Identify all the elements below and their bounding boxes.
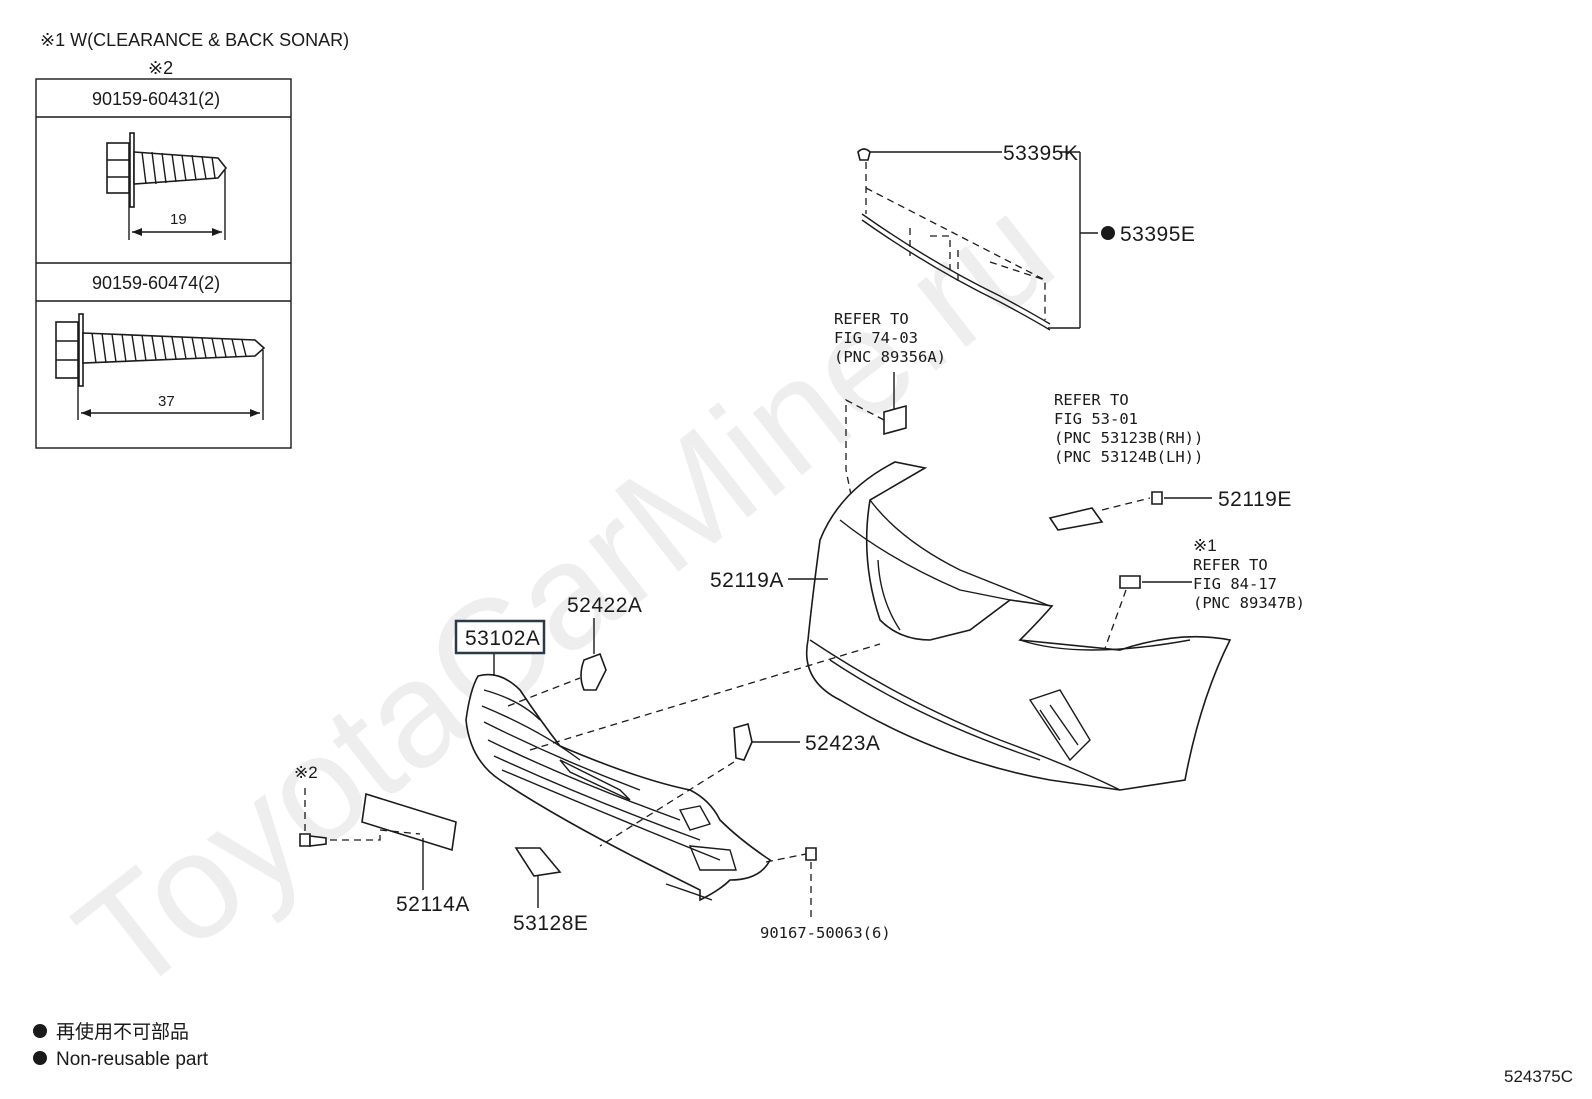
cover-icon-53128e (514, 847, 562, 877)
svg-text:(PNC 53124B(LH)): (PNC 53124B(LH)) (1054, 448, 1203, 466)
bracket-icon-53123b (1048, 507, 1104, 531)
part-label-53395e[interactable]: 53395E (1120, 223, 1195, 246)
svg-text:(PNC 53123B(RH)): (PNC 53123B(RH)) (1054, 429, 1203, 447)
part-label-53102a[interactable]: 53102A (465, 627, 540, 650)
dimension-19: 19 (170, 211, 187, 228)
part-label-53128e[interactable]: 53128E (513, 912, 588, 935)
svg-text:REFER TO: REFER TO (834, 310, 909, 328)
bolt-icon-37 (55, 313, 266, 420)
note-mark-2: ※2 (294, 763, 318, 782)
sensor-pad-icon (883, 404, 907, 436)
dimension-37: 37 (158, 393, 175, 410)
legend: 再使用不可部品 Non-reusable part (33, 1021, 209, 1070)
non-reusable-dot-icon (1101, 226, 1115, 240)
note-clearance-sonar: ※1 W(CLEARANCE & BACK SONAR) (40, 30, 349, 50)
svg-text:FIG 84-17: FIG 84-17 (1193, 575, 1277, 593)
svg-text:REFER TO: REFER TO (1193, 556, 1268, 574)
table-part-number-1: 90159-60431(2) (92, 89, 220, 109)
part-highlight-53102a[interactable] (454, 619, 546, 655)
front-grille (465, 673, 772, 902)
refer-note-fig-53-01[interactable]: REFER TO FIG 53-01 (PNC 53123B(RH)) (PNC… (1054, 391, 1203, 466)
legend-dot-icon (33, 1024, 47, 1038)
clip-icon-53395k (857, 148, 871, 161)
part-label-52423a[interactable]: 52423A (805, 732, 880, 755)
table-part-number-2: 90159-60474(2) (92, 273, 220, 293)
lower-cover-strip (857, 148, 1115, 331)
refer-note-fig-74-03[interactable]: REFER TO FIG 74-03 (PNC 89356A) (834, 310, 946, 366)
sonar-icon (1119, 575, 1141, 589)
bolt-icon-19 (106, 132, 228, 240)
legend-jp: 再使用不可部品 (56, 1021, 189, 1043)
part-label-53395k[interactable]: 53395K (1003, 142, 1078, 165)
part-label-90167[interactable]: 90167-50063(6) (760, 924, 891, 942)
note-mark-2-top: ※2 (148, 58, 173, 78)
part-label-52119e[interactable]: 52119E (1218, 488, 1292, 511)
watermark: ToyotaCarMine.ru (46, 164, 1082, 1025)
part-label-52422a[interactable]: 52422A (567, 594, 642, 617)
legend-dot-icon-2 (33, 1051, 47, 1065)
legend-en: Non-reusable part (56, 1049, 209, 1070)
svg-text:(PNC 89356A): (PNC 89356A) (834, 348, 946, 366)
part-label-52119a[interactable]: 52119A (710, 569, 784, 592)
bracket-icon-52422a (580, 652, 607, 691)
svg-text:REFER TO: REFER TO (1054, 391, 1129, 409)
bolt-icon-52114a (299, 788, 327, 847)
license-bracket-icon (361, 792, 457, 852)
refer-note-fig-84-17[interactable]: REFER TO FIG 84-17 (PNC 89347B) (1193, 556, 1305, 612)
figure-id: 524375C (1504, 1067, 1573, 1086)
screw-icon-90167 (805, 847, 817, 861)
svg-text:FIG 53-01: FIG 53-01 (1054, 410, 1138, 428)
svg-text:(PNC 89347B): (PNC 89347B) (1193, 594, 1305, 612)
note-mark-1: ※1 (1193, 536, 1217, 555)
front-bumper-cover (806, 461, 1232, 791)
svg-text:FIG 74-03: FIG 74-03 (834, 329, 918, 347)
fastener-table: 90159-60431(2) 90159-60474(2) 19 (35, 78, 292, 449)
clip-icon-52119e (1151, 491, 1163, 505)
bracket-icon-52423a (733, 722, 753, 761)
part-label-52114a[interactable]: 52114A (396, 893, 470, 916)
